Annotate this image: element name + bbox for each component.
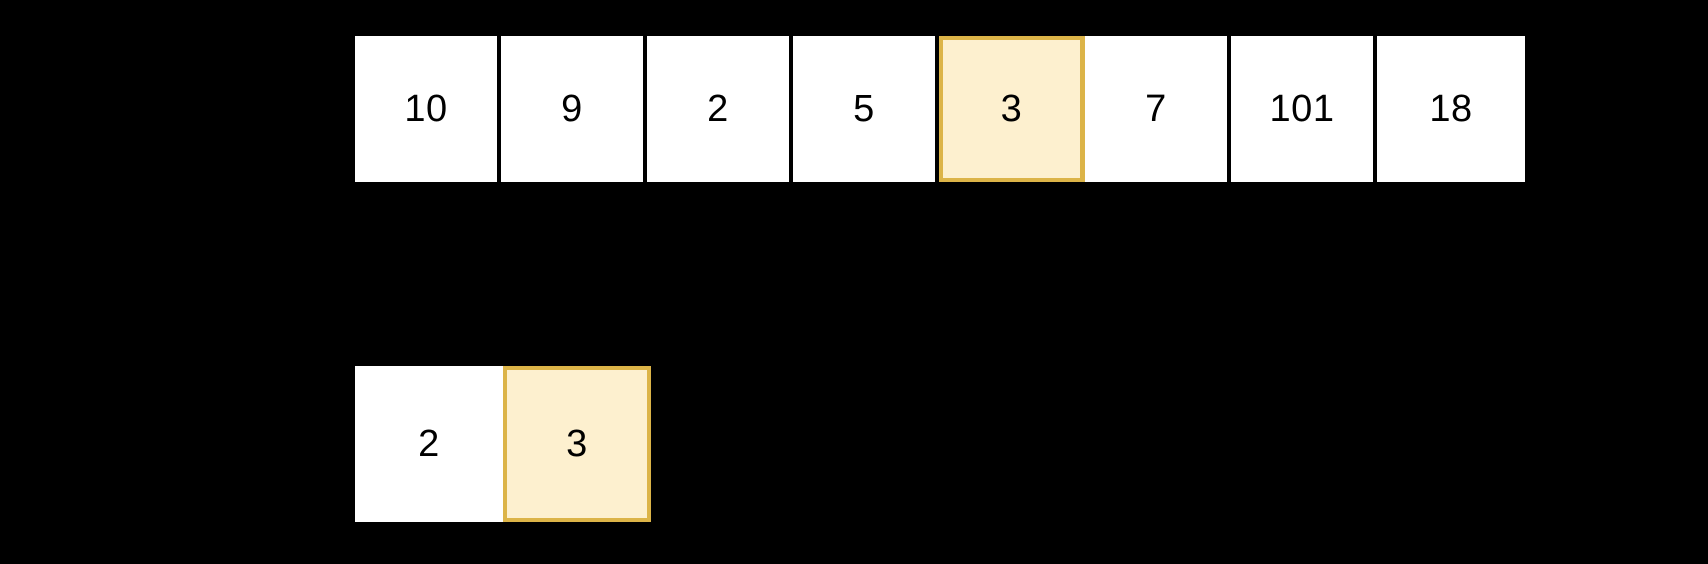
- main-array-cell-3-value: 5: [853, 88, 875, 130]
- main-array-cell-6-value: 101: [1269, 88, 1335, 130]
- main-array-cell-1-value: 9: [561, 88, 583, 130]
- main-array-cell-3[interactable]: 5: [793, 36, 939, 182]
- main-array-cell-4-value: 3: [1000, 88, 1023, 130]
- main-array-cell-2[interactable]: 2: [647, 36, 793, 182]
- main-array-cell-7[interactable]: 18: [1377, 36, 1525, 182]
- main-array-cell-1[interactable]: 9: [501, 36, 647, 182]
- sub-array-cell-1-highlighted[interactable]: 3: [503, 366, 651, 522]
- main-array-cell-5[interactable]: 7: [1085, 36, 1231, 182]
- main-array-cell-6[interactable]: 101: [1231, 36, 1377, 182]
- main-array-cell-7-value: 18: [1429, 88, 1473, 130]
- main-array-cell-5-value: 7: [1145, 88, 1167, 130]
- main-array-cell-4-highlighted[interactable]: 3: [939, 36, 1085, 182]
- sub-array-cell-1-value: 3: [566, 423, 588, 465]
- main-array-cell-0[interactable]: 10: [355, 36, 501, 182]
- main-array-cell-2-value: 2: [707, 88, 729, 130]
- sub-array-cell-0[interactable]: 2: [355, 366, 503, 522]
- main-array: 10 9 2 5 3 7 101 18: [355, 36, 1525, 182]
- main-array-cell-0-value: 10: [404, 88, 448, 130]
- sub-array-cell-0-value: 2: [418, 423, 440, 465]
